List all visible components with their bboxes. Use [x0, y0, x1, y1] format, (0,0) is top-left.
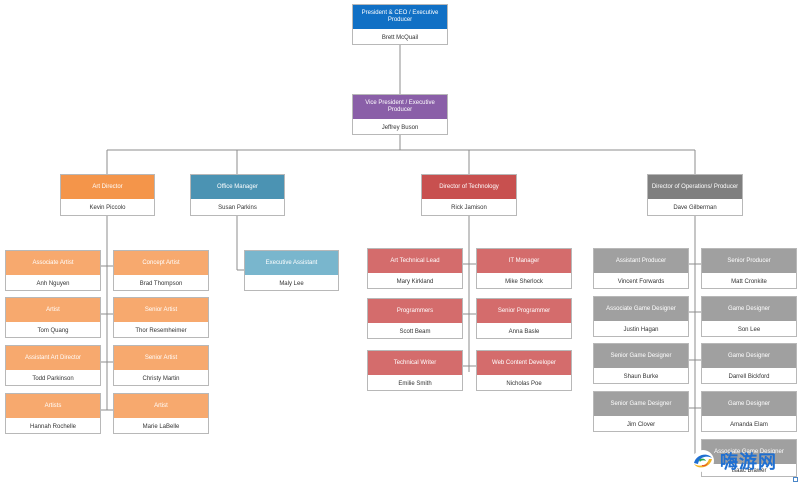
swirl-logo-icon [692, 450, 714, 472]
node-title: Game Designer [702, 297, 796, 321]
node-title: Game Designer [702, 344, 796, 368]
node-name: Amanda Elam [730, 421, 768, 428]
node-name: Maly Lee [279, 280, 304, 287]
node-name: Tom Quang [37, 327, 69, 334]
node-name: Matt Cronkite [731, 278, 767, 285]
selection-handle[interactable] [793, 477, 798, 482]
node-name: Brett McQuail [381, 34, 419, 41]
node-title: Senior Artist [114, 346, 208, 370]
node-name: Hannah Rochelle [29, 423, 77, 430]
node-title: Director of Technology [422, 175, 516, 199]
node-title: Concept Artist [114, 251, 208, 275]
node-title: Senior Game Designer [594, 344, 688, 368]
node-name: Brad Thompson [139, 280, 183, 287]
node-name: Anna Basle [508, 328, 540, 335]
node-title: Executive Assistant [245, 251, 338, 275]
node-title: Game Designer [702, 392, 796, 416]
watermark-logo: 嗨游网 [690, 446, 798, 476]
node-title: Director of Operations/ Producer [648, 175, 742, 199]
node-title: Artist [114, 394, 208, 418]
node-title: Web Content Developer [477, 351, 571, 375]
node-name: Christy Martin [142, 375, 180, 382]
watermark-text: 嗨游网 [720, 452, 777, 473]
node-name: Dave Gilberman [673, 205, 717, 211]
node-title: Assistant Producer [594, 249, 688, 273]
node-name: Vincent Forwards [617, 278, 665, 285]
node-title: Vice President / Executive Producer [353, 95, 447, 119]
node-title: Programmers [368, 299, 462, 323]
node-title: Office Manager [191, 175, 284, 199]
node-title: Art Director [61, 175, 154, 199]
node-title: Artist [6, 298, 100, 322]
node-title: Art Technical Lead [368, 249, 462, 273]
node-name: Son Lee [737, 326, 761, 333]
node-name: Shaun Burke [623, 373, 659, 380]
node-name: Justin Hagan [623, 326, 659, 333]
node-name: Kevin Piccolo [89, 205, 126, 211]
node-title: Associate Game Designer [594, 297, 688, 321]
node-name: Scott Beam [399, 328, 431, 335]
node-name: Jim Clover [626, 421, 656, 428]
node-title: IT Manager [477, 249, 571, 273]
node-title: Senior Programmer [477, 299, 571, 323]
node-title: Senior Game Designer [594, 392, 688, 416]
node-name: Emilie Smith [398, 380, 432, 387]
node-title: Senior Producer [702, 249, 796, 273]
node-title: Technical Writer [368, 351, 462, 375]
node-title: Senior Artist [114, 298, 208, 322]
node-name: Isaac Brawer [731, 468, 767, 474]
node-name: Jeffrey Buson [381, 124, 419, 131]
node-title: Assistant Art Director [6, 346, 100, 370]
node-title: Associate Artist [6, 251, 100, 275]
node-name: Rick Jamison [451, 205, 487, 211]
node-name: Nicholas Poe [506, 380, 542, 387]
node-name: Thor Resemheimer [135, 327, 187, 334]
node-name: Marie LaBelle [142, 423, 180, 430]
node-name: Mike Sherlock [505, 278, 543, 285]
node-name: Darrell Bickford [728, 373, 770, 380]
node-name: Todd Parkinson [32, 375, 74, 382]
node-title: Artists [6, 394, 100, 418]
node-title: Associate Game Designer [702, 440, 796, 464]
node-name: Mary Kirkland [396, 278, 434, 285]
node-name: Susan Parkins [218, 205, 257, 211]
node-title: President & CEO / Executive Producer [353, 5, 447, 29]
node-name: Anh Nguyen [36, 280, 70, 287]
